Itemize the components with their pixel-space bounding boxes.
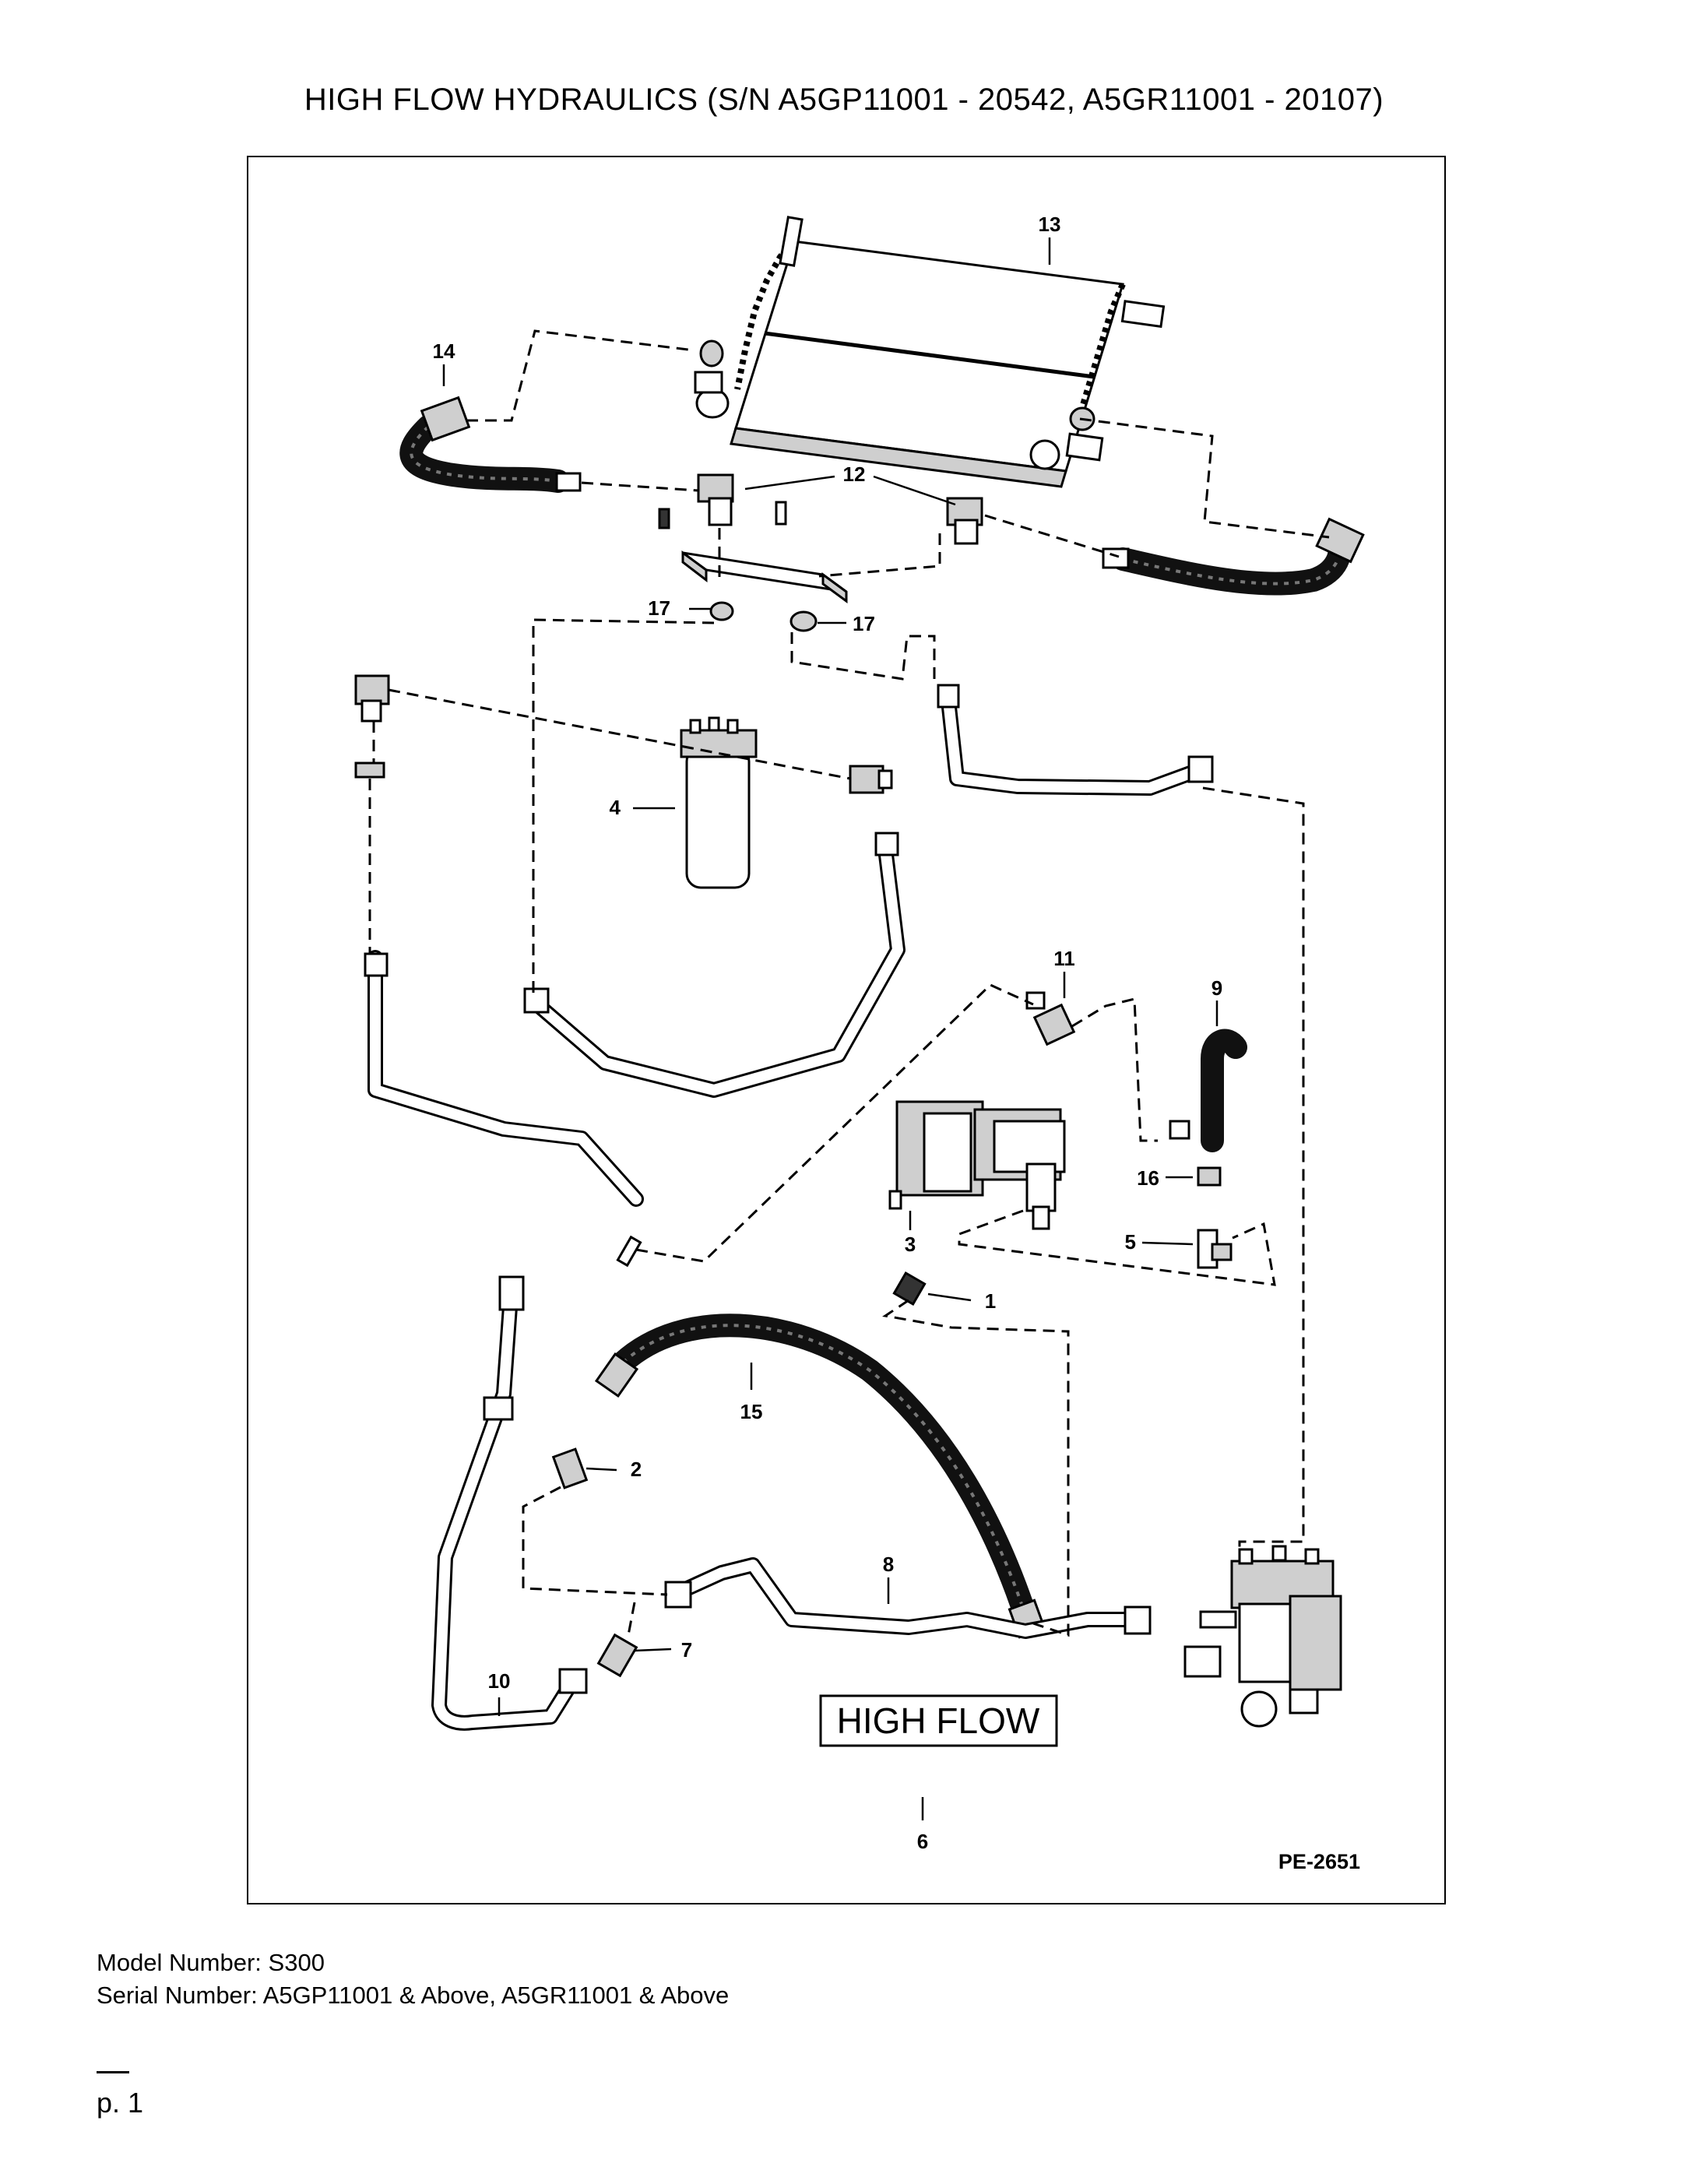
filter-elbow-left <box>354 674 390 779</box>
case-drain-hose <box>1169 1029 1247 1152</box>
callout-4: 4 <box>610 796 621 819</box>
callout-7: 7 <box>681 1638 692 1662</box>
mounting-bracket <box>658 501 848 632</box>
callout-6: 6 <box>917 1830 928 1853</box>
elbow-fitting-right <box>946 497 983 545</box>
drawing-code: PE-2651 <box>1278 1850 1360 1873</box>
high-flow-valve <box>1183 1545 1342 1728</box>
page-title: HIGH FLOW HYDRAULICS (S/N A5GP11001 - 20… <box>304 83 1384 117</box>
serial-number-label: Serial Number: <box>97 1982 258 2009</box>
callout-12: 12 <box>843 462 866 486</box>
model-number-label: Model Number: <box>97 1949 262 1976</box>
elbow-fitting-left <box>697 473 734 526</box>
adapter-fitting <box>1197 1166 1222 1187</box>
cooler-tube <box>937 684 1214 796</box>
relief-fitting <box>1025 991 1076 1046</box>
high-flow-banner-text: HIGH FLOW <box>837 1700 1040 1741</box>
return-tube-left <box>364 950 644 1268</box>
callout-17-right: 17 <box>853 612 875 635</box>
connection-lines <box>368 329 1330 1637</box>
callout-15: 15 <box>740 1400 763 1423</box>
callout-14: 14 <box>433 339 455 363</box>
serial-number: Serial Number: A5GP11001 & Above, A5GR11… <box>97 1982 729 2010</box>
oil-cooler <box>694 216 1166 488</box>
callout-13: 13 <box>1039 213 1061 236</box>
model-number-value: S300 <box>268 1949 325 1976</box>
callout-16: 16 <box>1137 1166 1159 1190</box>
serial-number-value: A5GP11001 & Above, A5GR11001 & Above <box>262 1982 730 2009</box>
hydraulic-pump <box>888 1100 1066 1230</box>
diagram-frame <box>247 156 1446 1904</box>
adapter-fitting-2 <box>551 1447 589 1489</box>
hose-left <box>399 396 582 493</box>
callout-3: 3 <box>905 1233 916 1256</box>
callout-1: 1 <box>985 1289 996 1313</box>
page-number: p. 1 <box>97 2087 144 2119</box>
callout-11: 11 <box>1053 947 1075 970</box>
elbow-fitting-5 <box>1197 1229 1233 1269</box>
parts-diagram: 13 14 12 17 17 <box>354 213 1365 1873</box>
callout-2: 2 <box>631 1458 642 1481</box>
supply-tube <box>431 1275 588 1731</box>
callout-9: 9 <box>1211 976 1222 1000</box>
page-rule <box>97 2071 129 2073</box>
model-number: Model Number: S300 <box>97 1949 325 1977</box>
callout-10: 10 <box>488 1669 511 1693</box>
pressure-hose <box>594 1314 1046 1639</box>
hose-right <box>1102 517 1365 596</box>
callout-8: 8 <box>883 1553 894 1576</box>
oil-filter <box>680 716 758 889</box>
valve-tube <box>664 1557 1152 1639</box>
pump-fitting <box>892 1271 927 1307</box>
filter-elbow-right <box>849 765 893 794</box>
tee-fitting <box>596 1633 638 1678</box>
filter-tube-right <box>523 832 906 1098</box>
callout-5: 5 <box>1125 1230 1136 1254</box>
callout-17-left: 17 <box>648 596 670 620</box>
high-flow-banner <box>819 1694 1058 1747</box>
